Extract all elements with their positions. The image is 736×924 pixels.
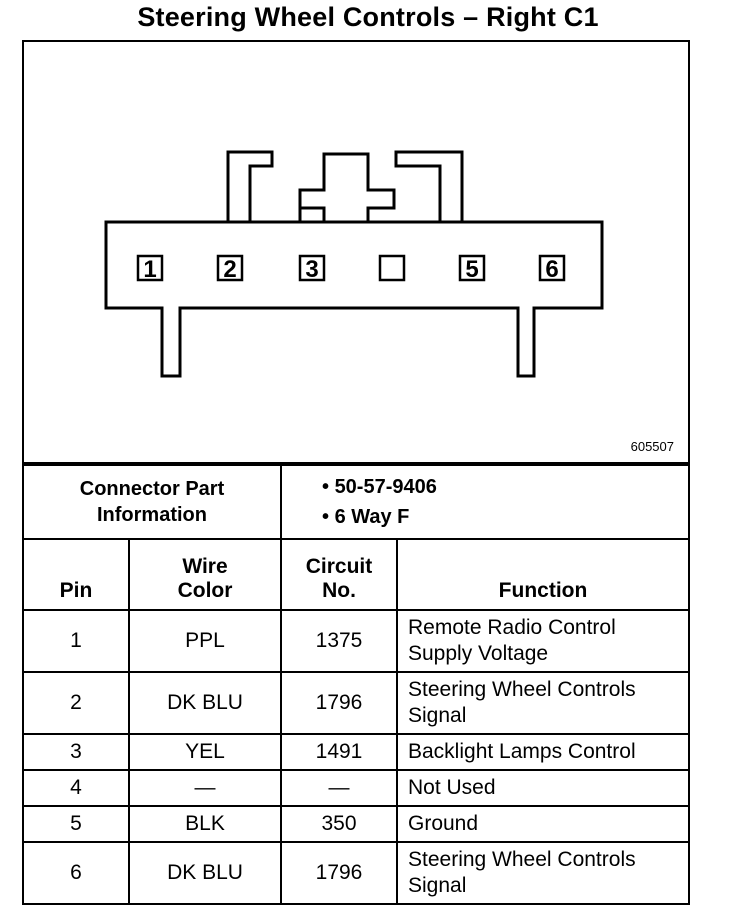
header-pin: Pin [22,538,130,611]
page-title: Steering Wheel Controls – Right C1 [137,2,599,32]
header-function: Function [396,538,690,611]
cavity-number: 2 [223,256,236,283]
circuit-number: — [280,769,398,807]
function: Backlight Lamps Control [396,733,690,771]
cavity-number: 5 [465,256,478,283]
connector-info-values: 50-57-9406 6 Way F [280,464,690,540]
figure-number: 605507 [630,439,674,454]
connector-diagram: 1 2 3 5 6 605507 [22,40,690,464]
pin-number: 6 [22,841,130,905]
pin-number: 3 [22,733,130,771]
part-number: 50-57-9406 [322,472,688,502]
connector-cavity-2: 2 [216,254,244,283]
pin-number: 4 [22,769,130,807]
cavity-number: 1 [143,256,156,283]
pin-number: 1 [22,609,130,673]
cavity-number: 3 [305,256,318,283]
header-wire-color: Wire Color [128,538,282,611]
center-latch [298,152,396,222]
circuit-number: 1491 [280,733,398,771]
connector-body [104,220,604,378]
circuit-number: 1375 [280,609,398,673]
cavity-number: 6 [545,256,558,283]
wire-color: YEL [128,733,282,771]
connector-info-table: Connector Part Information 50-57-9406 6 … [22,464,690,540]
wire-color: DK BLU [128,841,282,905]
connector-drawing: 1 2 3 5 6 [104,150,604,378]
connector-cavity-5: 5 [458,254,486,283]
left-latch [226,150,274,222]
wire-color: DK BLU [128,671,282,735]
connector-cavity-3: 3 [298,254,326,283]
wire-color: — [128,769,282,807]
connector-cavity-4 [378,254,406,282]
table-row: 4——Not Used [22,769,690,807]
header-circuit: Circuit No. [280,538,398,611]
circuit-number: 1796 [280,841,398,905]
function: Not Used [396,769,690,807]
pin-table-header: Pin Wire Color Circuit No. Function [22,538,690,611]
wire-color: PPL [128,609,282,673]
pin-number: 2 [22,671,130,735]
function: Ground [396,805,690,843]
right-latch [394,150,464,222]
wire-color: BLK [128,805,282,843]
connector-info-label: Connector Part Information [22,464,282,540]
circuit-number: 1796 [280,671,398,735]
pin-number: 5 [22,805,130,843]
connector-cavity-6: 6 [538,254,566,283]
connector-cavity-1: 1 [136,254,164,283]
connector-type: 6 Way F [322,502,688,532]
circuit-number: 350 [280,805,398,843]
